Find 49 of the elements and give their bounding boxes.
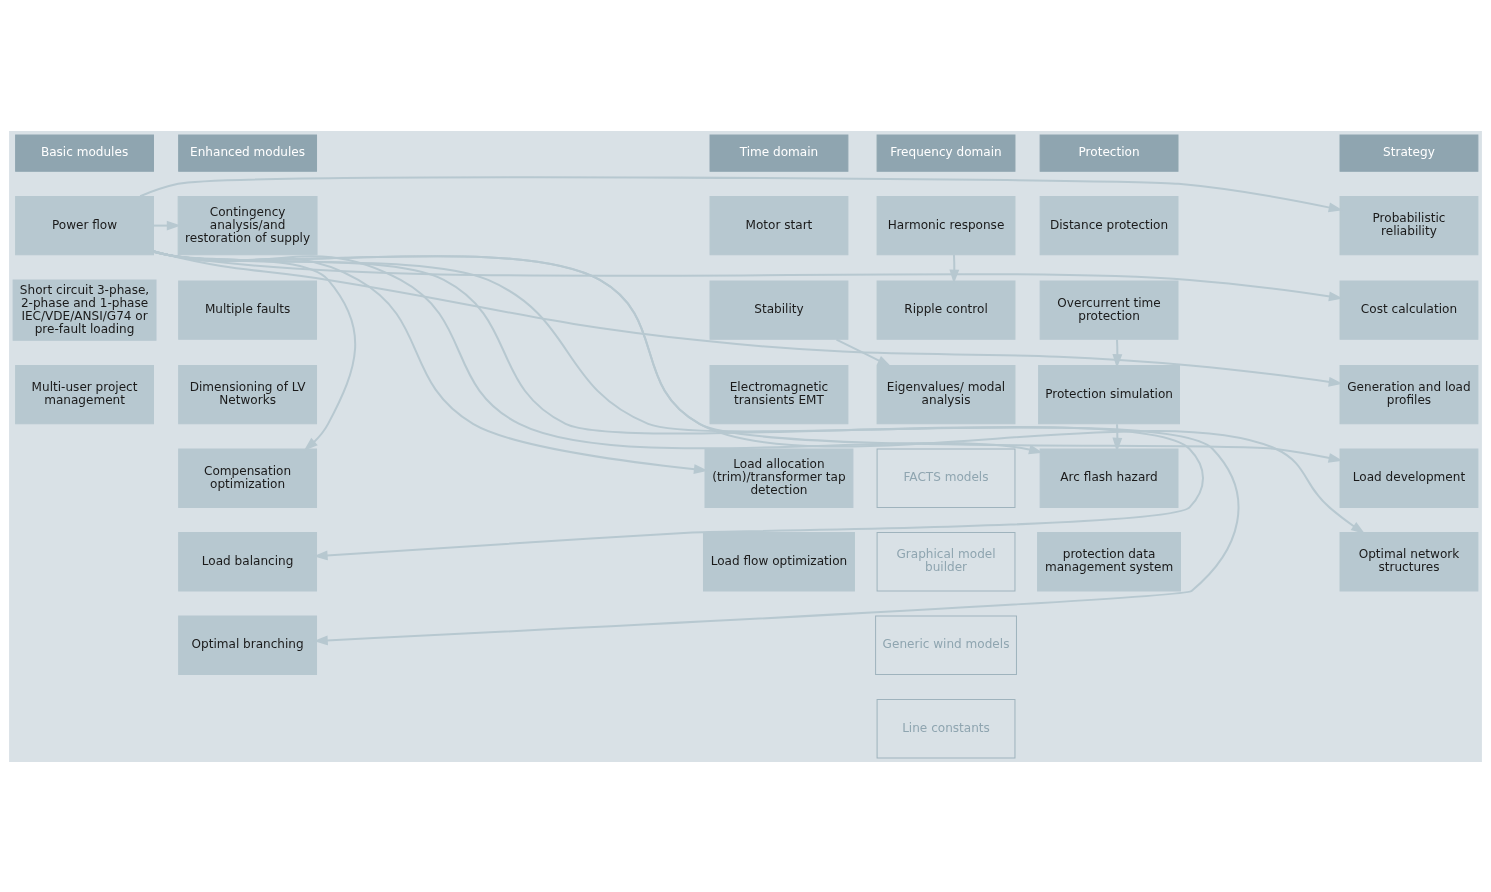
label: Frequency domain xyxy=(890,144,1002,159)
arrow xyxy=(153,250,1366,534)
node-box: Electromagnetic transients EMT xyxy=(709,364,849,424)
node-box: Generic wind models xyxy=(875,615,1017,675)
node-box: Multiple faults xyxy=(178,279,318,340)
node-box: Motor start xyxy=(709,195,849,255)
node-box: Stability xyxy=(709,279,849,340)
arrow xyxy=(153,250,1343,301)
node-box: Eigenvalues/ modal analysis xyxy=(876,364,1016,424)
arrow xyxy=(153,250,1204,560)
node-box: Generation and load profiles xyxy=(1339,364,1479,424)
node-box: Line constants xyxy=(876,698,1016,758)
node-box: Short circuit 3-phase, 2-phase and 1-phase IEC/VDE/ANSI/G74 or pre-fault loading xyxy=(12,278,157,341)
node-box: Distance protection xyxy=(1039,195,1179,255)
node-box: Load flow optimization xyxy=(702,531,855,591)
node-box: Optimal network structures xyxy=(1339,531,1479,591)
node-box: Protection simulation xyxy=(1038,364,1180,424)
label: Basic modules xyxy=(40,144,129,159)
node-box: Overcurrent time protection xyxy=(1039,279,1179,340)
node-box: Multi-user project management xyxy=(15,364,154,424)
node-box: Arc flash hazard xyxy=(1039,448,1179,508)
node-box: Ripple control xyxy=(876,279,1016,340)
arrow xyxy=(836,338,892,367)
node-box: Power flow xyxy=(15,195,154,255)
label: Protection xyxy=(1078,144,1140,159)
node-box: Harmonic response xyxy=(876,195,1016,255)
arrow xyxy=(949,254,960,284)
arrow xyxy=(1112,339,1123,368)
node-box: Probabilistic reliability xyxy=(1339,195,1479,255)
label: Strategy xyxy=(1383,144,1435,159)
node-box: Compensation optimization xyxy=(178,448,318,508)
node-box: Optimal branching xyxy=(178,615,318,675)
node-box: Graphical model builder xyxy=(876,531,1016,591)
arrow xyxy=(1112,423,1123,452)
arrow xyxy=(153,249,708,474)
node-box: Load balancing xyxy=(178,531,318,591)
label: Time domain xyxy=(739,144,819,159)
node-box: protection data management system xyxy=(1037,531,1181,591)
node-box: Contingency analysis/and restoration of supply xyxy=(177,195,318,255)
arrow xyxy=(153,220,181,231)
node-box: Dimensioning of LV Networks xyxy=(178,364,318,424)
arrow xyxy=(153,250,1239,645)
node-box: Load allocation (trim)/transformer tap detection xyxy=(704,448,854,508)
node-box: Load development xyxy=(1339,448,1479,508)
arrow xyxy=(153,250,1343,463)
node-box: Cost calculation xyxy=(1339,279,1479,340)
label: Enhanced modules xyxy=(190,144,306,159)
arrow xyxy=(139,175,1343,212)
node-box: FACTS models xyxy=(876,448,1016,508)
